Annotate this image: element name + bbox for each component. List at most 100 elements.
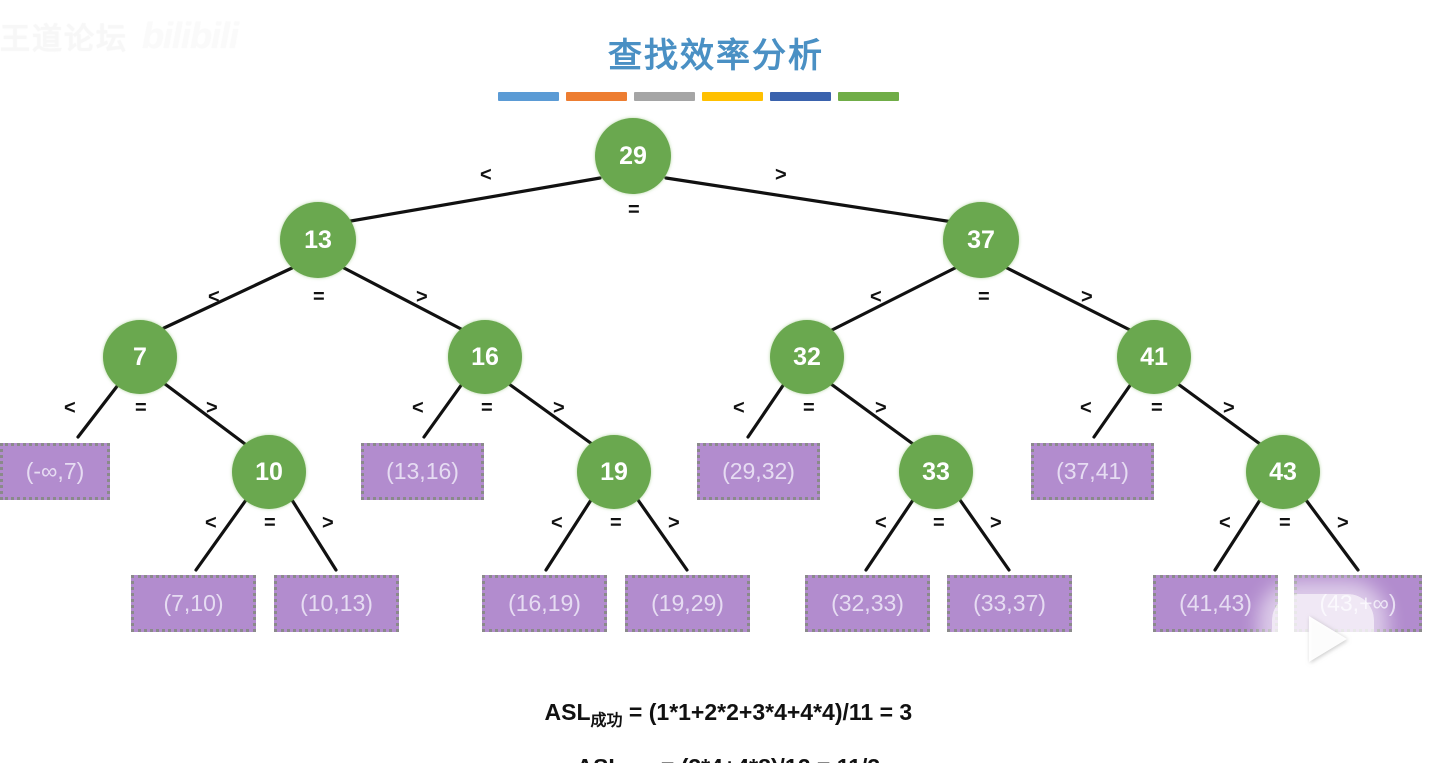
failure-leaf-l9: (33,37) xyxy=(947,575,1072,632)
asl-failure-label: ASL xyxy=(576,754,622,763)
operator-equals: = xyxy=(264,512,276,534)
tree-edge xyxy=(162,266,294,330)
title-decoration-bars xyxy=(498,92,899,101)
tree-node-10: 10 xyxy=(232,435,306,509)
failure-leaf-label: (33,37) xyxy=(973,590,1046,616)
failure-leaf-l5: (16,19) xyxy=(482,575,607,632)
asl-failure-formula: ASL失败 = (3*4+4*8)/12 = 11/3 xyxy=(0,727,1432,763)
asl-success-expression: = (1*1+2*2+3*4+4*4)/11 = 3 xyxy=(622,699,913,725)
failure-leaf-l1: (-∞,7) xyxy=(0,443,110,500)
bar-green xyxy=(838,92,899,101)
tree-node-label: 19 xyxy=(600,457,628,486)
tree-edge xyxy=(342,266,465,332)
operator-less-than: < xyxy=(1080,397,1092,419)
tree-edge xyxy=(194,498,248,572)
failure-leaf-l4: (13,16) xyxy=(361,443,484,500)
operator-greater-than: > xyxy=(875,397,887,419)
tree-node-label: 13 xyxy=(304,225,332,254)
operator-equals: = xyxy=(933,512,945,534)
operator-greater-than: > xyxy=(553,397,565,419)
tree-node-label: 29 xyxy=(619,141,647,170)
failure-leaf-label: (29,32) xyxy=(722,458,795,484)
failure-leaf-l2: (7,10) xyxy=(131,575,256,632)
tree-node-label: 43 xyxy=(1269,457,1297,486)
asl-success-subscript: 成功 xyxy=(590,712,623,730)
failure-leaf-label: (13,16) xyxy=(386,458,459,484)
operator-greater-than: > xyxy=(1223,397,1235,419)
tree-edge xyxy=(507,382,594,446)
failure-leaf-label: (19,29) xyxy=(651,590,724,616)
tree-node-label: 16 xyxy=(471,342,499,371)
failure-leaf-label: (16,19) xyxy=(508,590,581,616)
failure-leaf-l3: (10,13) xyxy=(274,575,399,632)
operator-less-than: < xyxy=(1219,512,1231,534)
tree-node-13: 13 xyxy=(280,202,356,278)
tree-edge xyxy=(290,498,338,572)
failure-leaf-label: (10,13) xyxy=(300,590,373,616)
failure-leaf-l10: (37,41) xyxy=(1031,443,1154,500)
operator-greater-than: > xyxy=(1337,512,1349,534)
bar-orange xyxy=(566,92,627,101)
tree-node-label: 32 xyxy=(793,342,821,371)
tree-edge xyxy=(1005,266,1132,332)
operator-equals: = xyxy=(978,286,990,308)
tree-edge xyxy=(864,498,915,572)
tree-edge xyxy=(163,382,247,446)
operator-equals: = xyxy=(1151,397,1163,419)
tree-node-37: 37 xyxy=(943,202,1019,278)
asl-failure-expression: = (3*4+4*8)/12 = 11/3 xyxy=(655,754,880,763)
tree-node-43: 43 xyxy=(1246,435,1320,509)
tree-node-29: 29 xyxy=(595,118,671,194)
tree-node-33: 33 xyxy=(899,435,973,509)
failure-leaf-label: (-∞,7) xyxy=(25,458,85,484)
operator-greater-than: > xyxy=(1081,286,1093,308)
failure-leaf-label: (41,43) xyxy=(1179,590,1252,616)
operator-greater-than: > xyxy=(990,512,1002,534)
play-icon xyxy=(1309,616,1347,662)
operator-less-than: < xyxy=(733,397,745,419)
tree-edge xyxy=(664,176,955,224)
tree-node-41: 41 xyxy=(1117,320,1191,394)
operator-equals: = xyxy=(628,199,640,221)
asl-success-formula: ASL成功 = (1*1+2*2+3*4+4*4)/11 = 3 xyxy=(0,672,1432,758)
operator-less-than: < xyxy=(205,512,217,534)
operator-greater-than: > xyxy=(416,286,428,308)
failure-leaf-l7: (29,32) xyxy=(697,443,820,500)
operator-greater-than: > xyxy=(206,397,218,419)
tree-edge xyxy=(422,382,464,439)
tree-edge xyxy=(958,498,1011,572)
operator-less-than: < xyxy=(208,286,220,308)
tree-edge xyxy=(1213,498,1262,572)
bar-yellow xyxy=(702,92,763,101)
tree-node-label: 7 xyxy=(133,342,147,371)
failure-leaf-label: (32,33) xyxy=(831,590,904,616)
operator-equals: = xyxy=(610,512,622,534)
operator-less-than: < xyxy=(412,397,424,419)
tree-edge xyxy=(1092,382,1133,439)
tree-edge xyxy=(746,382,786,439)
bar-gray xyxy=(634,92,695,101)
tree-edge xyxy=(1176,382,1262,446)
operator-less-than: < xyxy=(64,397,76,419)
tree-edge xyxy=(1304,498,1360,572)
tree-edge xyxy=(76,383,120,439)
tree-node-16: 16 xyxy=(448,320,522,394)
asl-success-label: ASL xyxy=(544,699,591,725)
operator-equals: = xyxy=(1279,512,1291,534)
tree-node-label: 33 xyxy=(922,457,950,486)
failure-leaf-l11: (41,43) xyxy=(1153,575,1278,632)
tree-node-label: 10 xyxy=(255,457,283,486)
operator-equals: = xyxy=(135,397,147,419)
tree-edge xyxy=(544,498,593,572)
operator-less-than: < xyxy=(551,512,563,534)
tree-node-label: 37 xyxy=(967,225,995,254)
bar-blue-light xyxy=(498,92,559,101)
failure-leaf-label: (37,41) xyxy=(1056,458,1129,484)
operator-greater-than: > xyxy=(775,164,787,186)
tree-node-7: 7 xyxy=(103,320,177,394)
play-button[interactable] xyxy=(1272,594,1374,684)
operator-greater-than: > xyxy=(668,512,680,534)
operator-greater-than: > xyxy=(322,512,334,534)
